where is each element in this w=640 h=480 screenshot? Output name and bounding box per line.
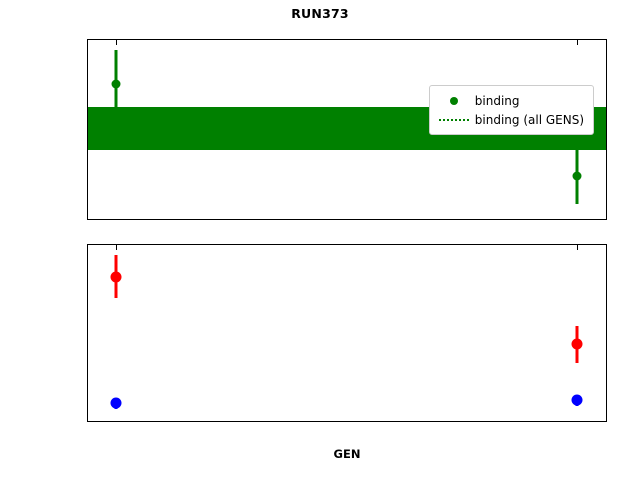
y-tick-mark [87, 56, 88, 57]
x-axis-label: GEN [333, 447, 361, 461]
solvent-data-point[interactable] [571, 394, 583, 406]
complex-data-point[interactable] [571, 338, 583, 350]
legend-dotted-line-icon [437, 118, 471, 121]
legend-dot-icon [437, 96, 471, 105]
binding-error-bar [114, 50, 118, 108]
binding-data-point[interactable] [572, 171, 582, 181]
bottom-panel-axes: −109−110−111−112−113−114 solventcomplex … [87, 244, 607, 422]
binding-legend-item[interactable]: binding (all GENS) [437, 110, 584, 129]
y-tick-mark [87, 399, 88, 400]
y-tick-mark [87, 282, 88, 283]
binding-legend-item[interactable]: binding [437, 91, 584, 110]
x-tick-mark [115, 245, 117, 250]
y-tick-mark [87, 172, 88, 173]
y-tick-mark [87, 211, 88, 212]
y-tick-mark [87, 95, 88, 96]
legend-label: binding (all GENS) [474, 112, 584, 127]
x-tick-mark [577, 245, 579, 250]
binding-data-point[interactable] [111, 79, 121, 89]
x-tick-mark [115, 40, 117, 45]
y-tick-mark [87, 341, 88, 342]
top-panel-legend[interactable]: binding binding (all GENS) [428, 85, 594, 135]
y-tick-mark [87, 370, 88, 371]
x-tick-mark [577, 40, 579, 45]
y-tick-mark [87, 253, 88, 254]
page-title: RUN373 [291, 6, 349, 21]
solvent-data-point[interactable] [110, 397, 122, 409]
y-tick-mark [87, 312, 88, 313]
legend-label: binding [474, 93, 520, 108]
complex-data-point[interactable] [110, 271, 122, 283]
